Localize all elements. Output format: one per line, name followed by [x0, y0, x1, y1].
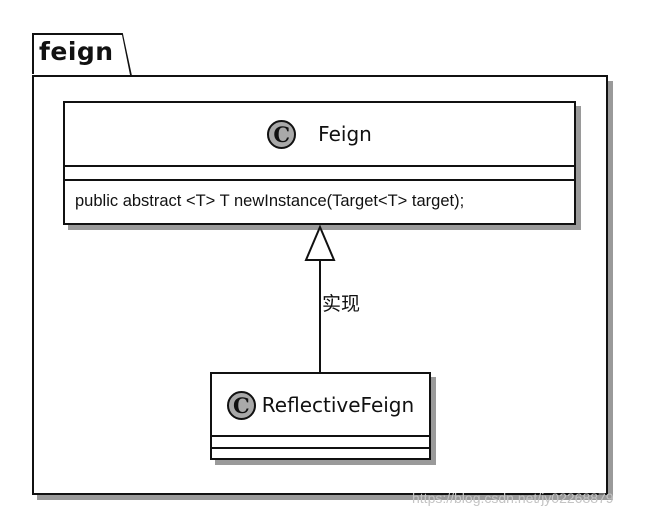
- package-title: feign: [39, 37, 114, 66]
- class-reflectivefeign-header: C ReflectiveFeign: [212, 374, 429, 436]
- class-feign: C Feign public abstract <T> T newInstanc…: [63, 101, 576, 225]
- package-tab-slant: [112, 33, 132, 77]
- class-reflectivefeign-attributes-divider: [212, 435, 429, 437]
- class-reflectivefeign-name: ReflectiveFeign: [261, 393, 415, 417]
- realization-arrowhead: [304, 224, 336, 261]
- class-feign-header: C Feign: [65, 103, 574, 165]
- class-feign-attributes-divider: [65, 165, 574, 167]
- class-feign-methods-divider: [65, 179, 574, 181]
- class-stereotype-icon: C: [267, 119, 297, 149]
- class-reflectivefeign: C ReflectiveFeign: [210, 372, 431, 460]
- watermark-text: https://blog.csdn.net/jy02268879: [412, 490, 614, 506]
- package-tab: [32, 33, 114, 74]
- class-stereotype-icon: C: [226, 390, 256, 420]
- class-reflectivefeign-methods-divider: [212, 447, 429, 449]
- realization-label: 实现: [322, 293, 361, 315]
- class-feign-name: Feign: [318, 122, 372, 146]
- class-feign-method: public abstract <T> T newInstance(Target…: [75, 192, 465, 210]
